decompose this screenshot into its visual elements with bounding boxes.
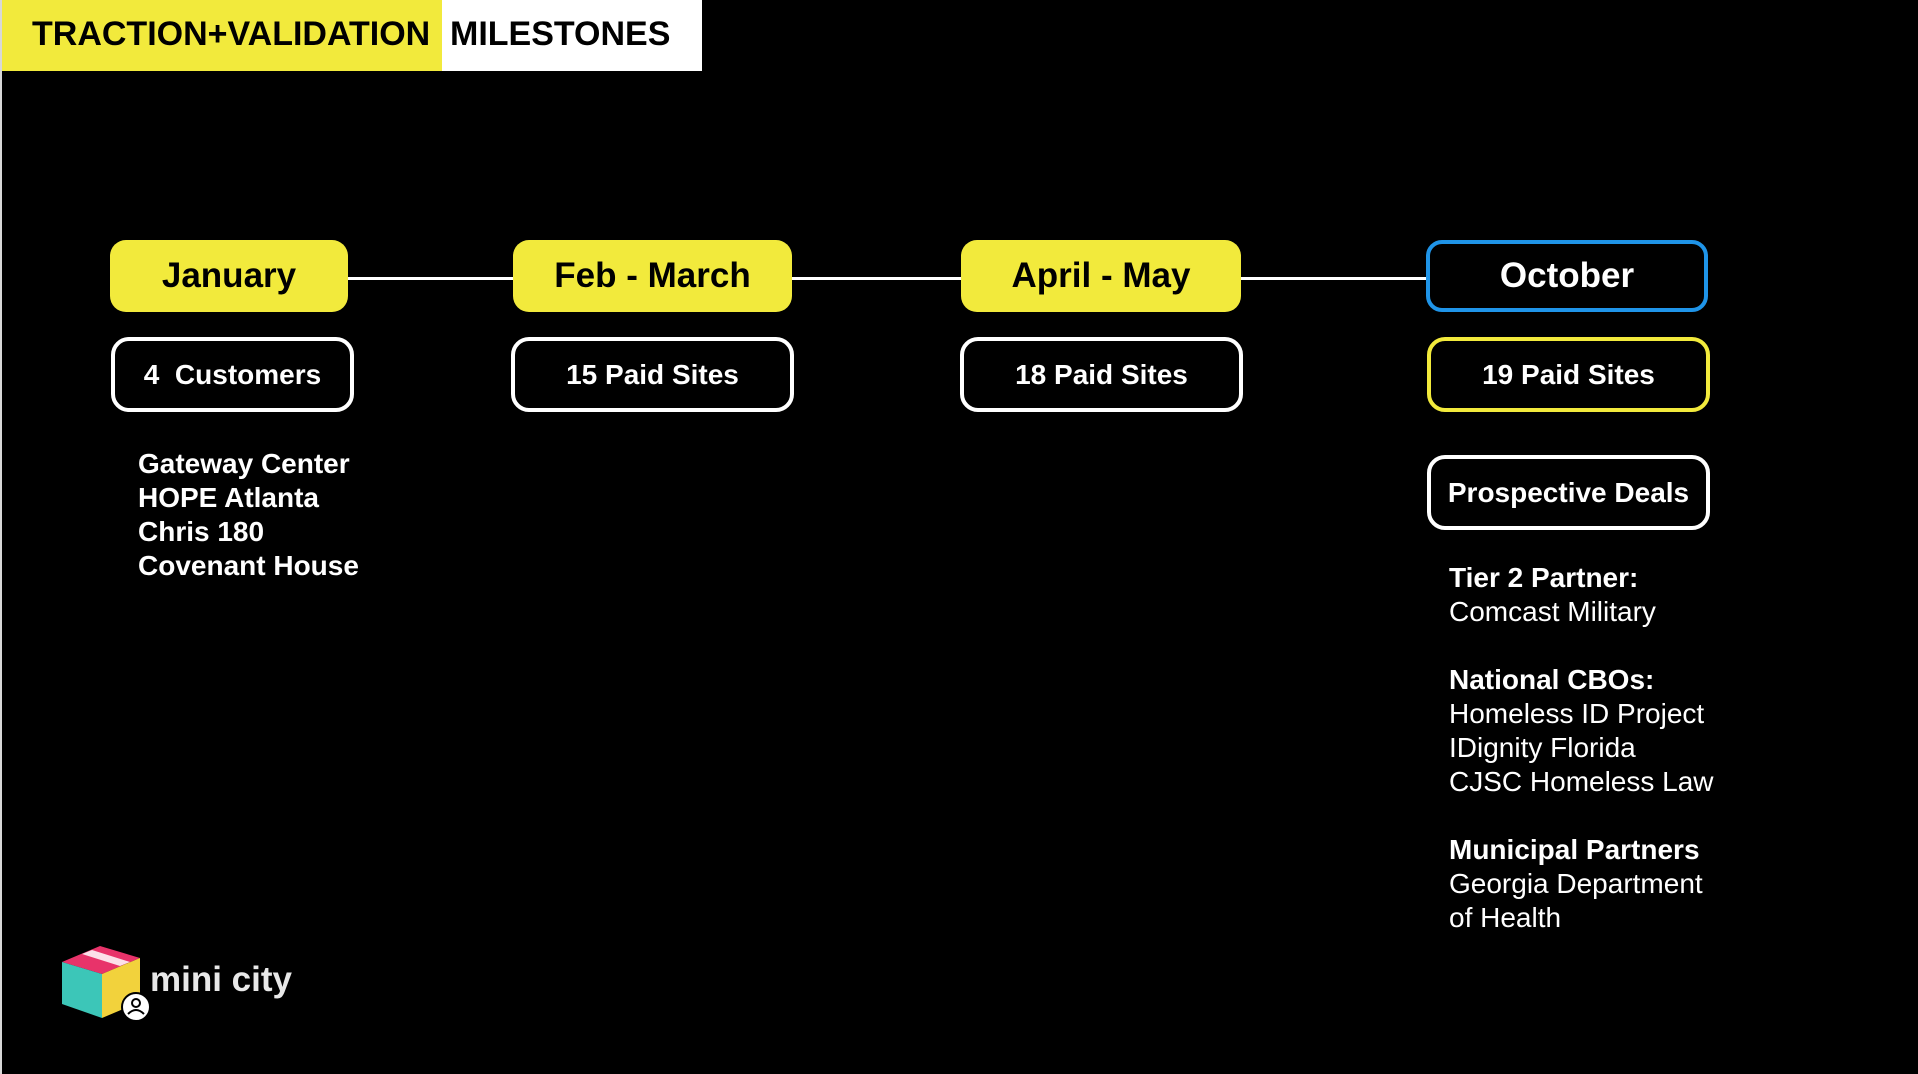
customer-item: Covenant House: [138, 550, 359, 581]
deal-group-title: Tier 2 Partner:: [1449, 562, 1639, 593]
deal-group-item: IDignity Florida: [1449, 732, 1636, 763]
customer-item: Chris 180: [138, 516, 265, 547]
box-icon: [56, 940, 152, 1040]
timeline-connector: [1240, 277, 1428, 280]
deal-group-municipal: Municipal Partners Georgia Department of…: [1449, 833, 1703, 935]
metric-box-feb-march: 15 Paid Sites: [511, 337, 794, 412]
left-edge-line: [0, 0, 2, 1074]
deal-group-tier2: Tier 2 Partner: Comcast Military: [1449, 561, 1656, 629]
metric-box-october: 19 Paid Sites: [1427, 337, 1710, 412]
prospective-deals-box: Prospective Deals: [1427, 455, 1710, 530]
timeline-connector: [348, 277, 514, 280]
month-pill-feb-march: Feb - March: [513, 240, 792, 312]
deal-group-title: National CBOs:: [1449, 664, 1655, 695]
month-pill-january: January: [110, 240, 348, 312]
customer-item: HOPE Atlanta: [138, 482, 319, 513]
month-pill-april-may: April - May: [961, 240, 1241, 312]
header-traction-tab: [2, 0, 442, 71]
january-customer-list: Gateway Center HOPE Atlanta Chris 180 Co…: [138, 447, 359, 583]
timeline-connector: [792, 277, 962, 280]
deal-group-item: CJSC Homeless Law: [1449, 766, 1714, 797]
month-pill-october: October: [1426, 240, 1708, 312]
customer-item: Gateway Center: [138, 448, 350, 479]
deal-group-item: Homeless ID Project: [1449, 698, 1705, 729]
deal-group-title: Municipal Partners: [1449, 834, 1700, 865]
header-title-part2: MILESTONES: [450, 15, 671, 53]
deal-group-national-cbos: National CBOs: Homeless ID Project IDign…: [1449, 663, 1714, 799]
header-title-part1: TRACTION+VALIDATION: [32, 15, 431, 53]
deal-group-item: of Health: [1449, 902, 1562, 933]
logo-text: mini city: [150, 960, 292, 999]
deal-group-item: Georgia Department: [1449, 868, 1703, 899]
deal-group-item: Comcast Military: [1449, 596, 1656, 627]
metric-box-april-may: 18 Paid Sites: [960, 337, 1243, 412]
metric-box-january: 4 Customers: [111, 337, 354, 412]
header-milestones-tab: [442, 0, 702, 71]
